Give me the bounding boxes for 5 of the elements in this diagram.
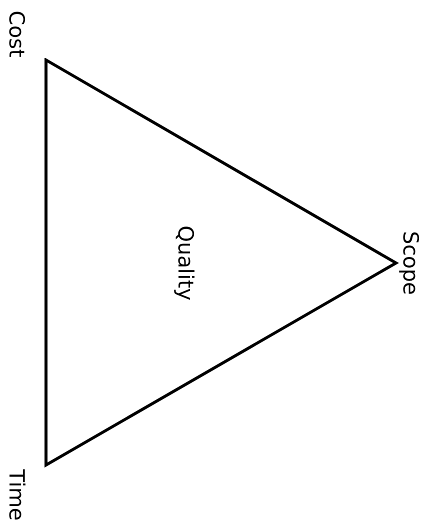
vertex-label: Time — [6, 469, 26, 521]
triangle-shape — [44, 58, 400, 468]
vertex-label: Scope — [400, 231, 420, 295]
center-label: Quality — [174, 225, 196, 301]
vertex-label: Cost — [6, 10, 26, 58]
